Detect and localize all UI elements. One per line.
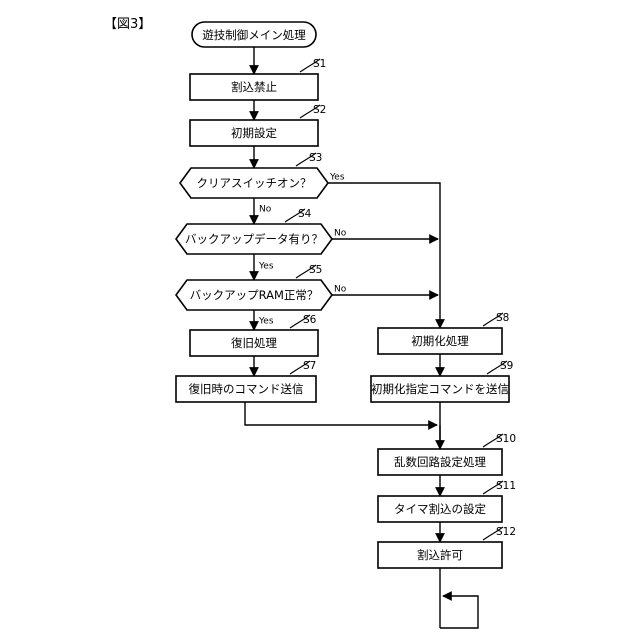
branch-label-s3-no: No: [259, 205, 272, 215]
leader-s4: [284, 208, 306, 223]
node-s4: [175, 223, 333, 255]
leader-s5: [295, 264, 317, 279]
branch-label-s3-yes: Yes: [329, 173, 345, 183]
node-s2: [189, 119, 319, 147]
step-label-s4: S4: [298, 208, 312, 220]
node-s11: [377, 495, 503, 523]
branch-label-s4-yes: Yes: [258, 262, 274, 272]
node-s12-label: 割込許可: [417, 548, 463, 562]
leader-s8: [482, 312, 504, 327]
branch-label-s4-no: No: [334, 229, 347, 239]
node-s1: [189, 73, 319, 101]
node-s2-label: 初期設定: [231, 126, 277, 140]
node-s5: [175, 279, 333, 311]
figure-number-label: 【図3】: [104, 17, 152, 32]
node-s10: [377, 448, 503, 476]
branch-label-s5-yes: Yes: [258, 317, 274, 327]
step-label-s8: S8: [496, 312, 509, 324]
node-s6-label: 復旧処理: [231, 336, 277, 350]
leader-s1: [299, 58, 321, 73]
node-s1-label: 割込禁止: [231, 80, 277, 94]
node-s5-label: バックアップRAM正常？: [190, 288, 319, 302]
step-label-s1: S1: [313, 58, 326, 70]
step-label-s9: S9: [500, 360, 513, 372]
node-s9: [370, 375, 510, 403]
node-s8: [377, 327, 503, 355]
leader-s7: [289, 360, 311, 375]
step-label-s7: S7: [303, 360, 316, 372]
step-label-s12: S12: [496, 526, 516, 538]
node-s8-label: 初期化処理: [411, 334, 469, 348]
edge-loop-back: [440, 591, 479, 629]
leader-s2: [299, 104, 321, 119]
edge-s3-yes-to-s8: [325, 182, 445, 329]
edge-s7-to-trunk: [244, 402, 438, 430]
node-start: [191, 21, 317, 48]
leader-s11: [482, 480, 504, 495]
step-label-s6: S6: [303, 314, 317, 326]
leader-s10: [482, 433, 504, 448]
node-start-label: 遊技制御メイン処理: [202, 28, 306, 42]
node-s7: [175, 375, 317, 403]
node-s3: [179, 167, 329, 199]
leader-s12: [482, 526, 504, 541]
node-s7-label: 復旧時のコマンド送信: [189, 382, 304, 396]
step-label-s10: S10: [496, 433, 516, 445]
node-s12: [377, 541, 503, 569]
node-s11-label: タイマ割込の設定: [394, 502, 486, 516]
step-label-s2: S2: [313, 104, 326, 116]
node-s10-label: 乱数回路設定処理: [394, 455, 486, 469]
step-label-s3: S3: [309, 152, 322, 164]
step-label-s11: S11: [496, 480, 516, 492]
leader-s6: [289, 314, 311, 329]
step-label-s5: S5: [309, 264, 322, 276]
node-s9-label: 初期化指定コマンドを送信: [371, 382, 509, 396]
node-s3-label: クリアスイッチオン？: [197, 176, 312, 190]
branch-label-s5-no: No: [334, 285, 347, 295]
node-s4-label: バックアップデータ有り？: [185, 232, 323, 246]
node-s6: [189, 329, 319, 357]
leader-s9: [486, 360, 508, 375]
leader-s3: [295, 152, 317, 167]
